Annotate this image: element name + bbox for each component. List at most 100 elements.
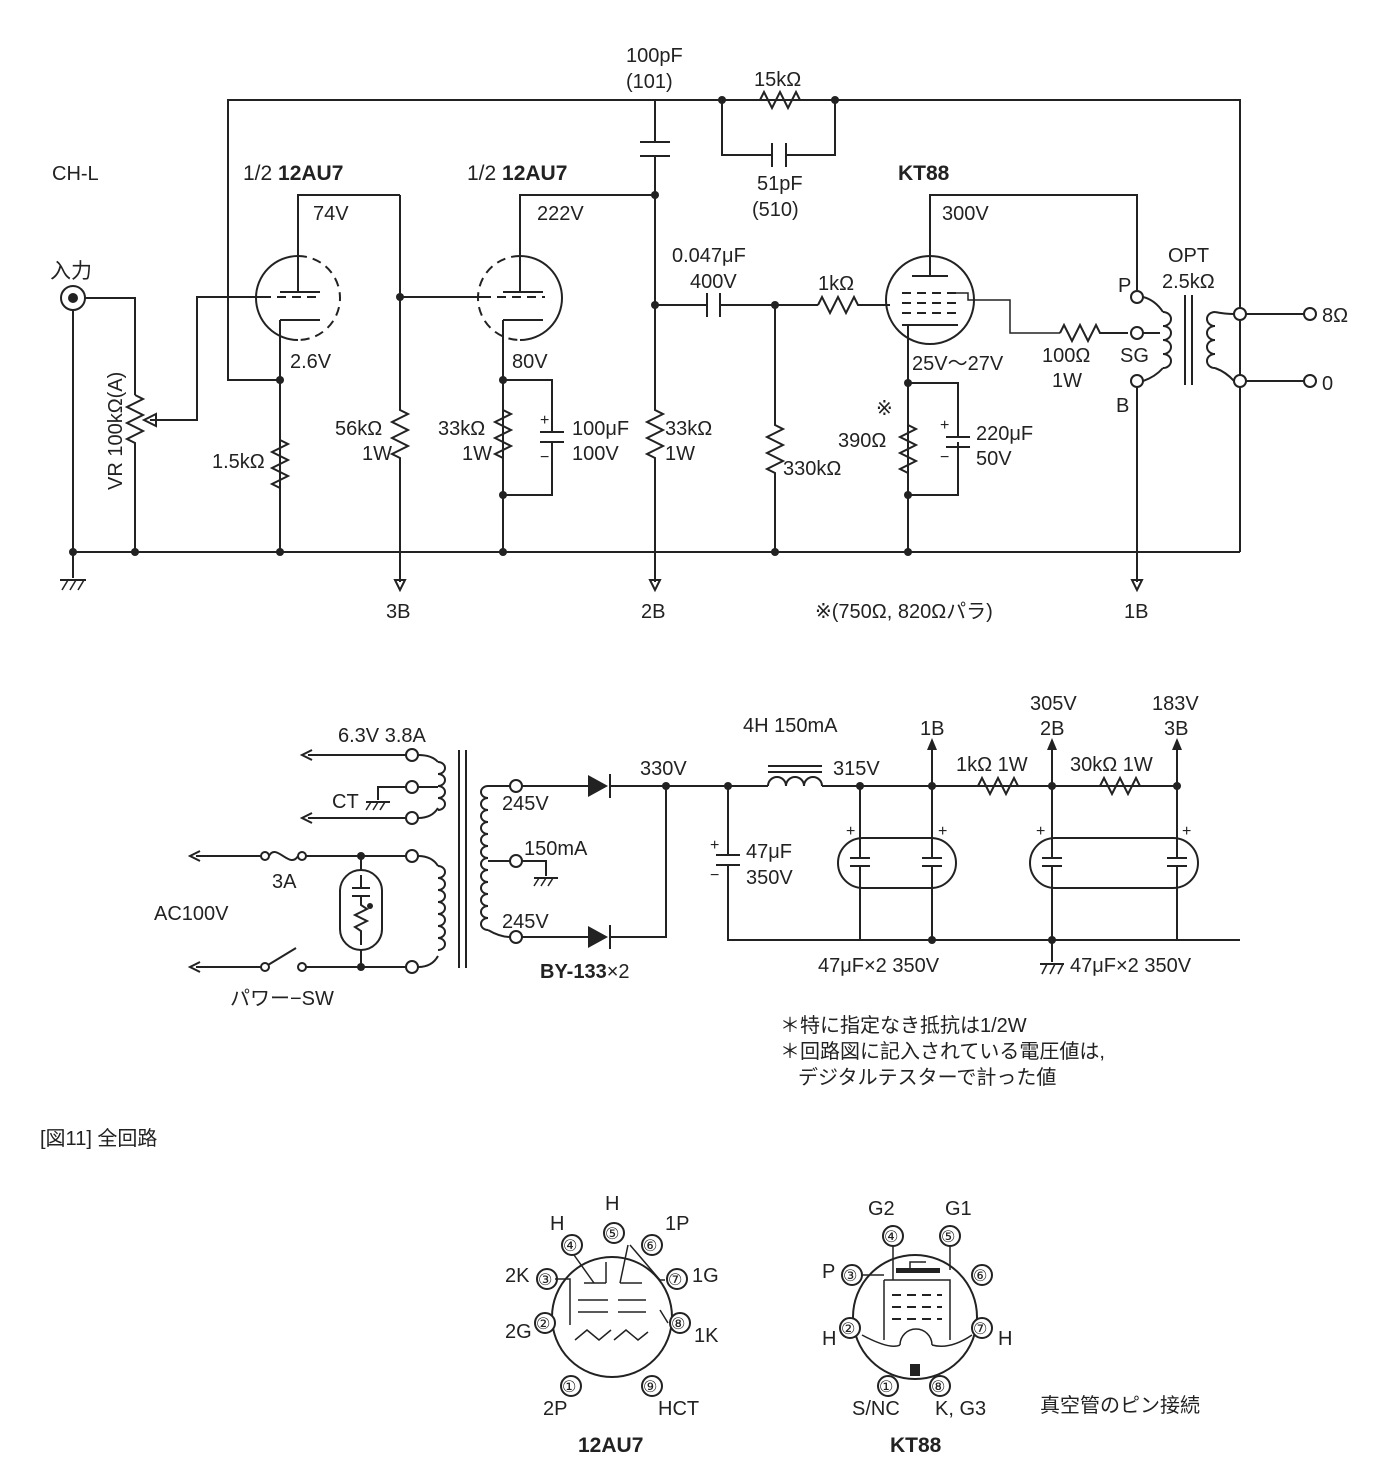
lbl-12au7-5: H — [605, 1193, 619, 1215]
input-label: 入力 — [50, 260, 92, 283]
sw-label: パワー−SW — [230, 988, 334, 1010]
lbl-12au7-6: 1P — [665, 1213, 689, 1235]
out-0: 0 — [1322, 373, 1333, 395]
ps-r1-label: 1kΩ 1W — [956, 754, 1028, 776]
choke-label: 4H 150mA — [743, 715, 838, 737]
svg-text:+: + — [846, 823, 855, 840]
ps-2b-voltage: 305V — [1030, 693, 1077, 715]
pin-12au7-1: ① — [562, 1379, 576, 1396]
c1-voltage: 350V — [746, 867, 793, 889]
name-kt88: KT88 — [890, 1434, 942, 1457]
pin-kt88-7: ⑦ — [973, 1321, 987, 1338]
pin-12au7-9: ⑨ — [643, 1379, 657, 1396]
ck2-voltage: 100V — [572, 443, 619, 465]
tube-v1 — [255, 194, 400, 552]
rp2-watt: 1W — [665, 443, 695, 465]
pin-12au7-5: ⑤ — [605, 1226, 619, 1243]
v1-label: 1/2 12AU7 — [243, 162, 343, 185]
output-transformer — [1130, 290, 1247, 388]
cap-pair-2: + + — [1029, 786, 1199, 940]
rsg-label: 100Ω — [1042, 345, 1090, 367]
ground-icon — [1040, 940, 1064, 975]
note-mark: ※(750Ω, 820Ωパラ) — [815, 601, 993, 623]
c1-capacitor: + − — [710, 786, 1240, 941]
lbl-12au7-4: H — [550, 1213, 564, 1235]
power-switch-icon — [260, 947, 307, 972]
diode-lower — [522, 786, 667, 949]
fb-cap2-code: (510) — [752, 199, 799, 221]
svg-text:+: + — [940, 417, 949, 434]
ck3-voltage: 50V — [976, 448, 1012, 470]
pin-kt88-1: ① — [879, 1379, 893, 1396]
figure-caption: [図11] 全回路 — [40, 1127, 157, 1150]
rp1-label: 56kΩ — [335, 418, 382, 440]
opt-name: OPT — [1168, 245, 1209, 267]
channel-label: CH-L — [52, 163, 99, 185]
ck2-label: 100μF — [572, 418, 629, 440]
input-jack-icon — [60, 285, 86, 311]
pinout-12au7 — [534, 1222, 691, 1397]
rsg-watt: 1W — [1052, 370, 1082, 392]
ps-r2-label: 30kΩ 1W — [1070, 754, 1153, 776]
svg-text:+: + — [1036, 823, 1045, 840]
cap-pair-1: + + — [837, 786, 957, 940]
svg-text:+: + — [710, 837, 719, 854]
svg-text:−: − — [940, 449, 949, 466]
svg-text:+: + — [938, 823, 947, 840]
ck3-label: 220μF — [976, 423, 1033, 445]
svg-text:+: + — [540, 412, 549, 429]
ac-label: AC100V — [154, 903, 229, 925]
pin-kt88-5: ⑤ — [941, 1229, 955, 1246]
supply-2b: 2B — [641, 601, 665, 623]
ps-2b: 2B — [1040, 718, 1064, 740]
pin-12au7-3: ③ — [538, 1272, 552, 1289]
sec-lo-label: 245V — [502, 911, 549, 933]
opt-sg: SG — [1120, 345, 1149, 367]
rp2-label: 33kΩ — [665, 418, 712, 440]
v2-cathode-voltage: 80V — [512, 351, 548, 373]
v3-cathode-voltage: 25V〜27V — [912, 353, 1004, 375]
fuse-icon — [260, 851, 307, 861]
diode-label: BY-133×2 — [540, 961, 630, 983]
svg-text:+: + — [1182, 823, 1191, 840]
pin-12au7-6: ⑥ — [643, 1238, 657, 1255]
ck3-capacitor: + − — [940, 417, 970, 466]
ground-icon — [60, 552, 86, 591]
lbl-12au7-9: HCT — [658, 1398, 699, 1420]
note-3: デジタルテスターで計った値 — [798, 1066, 1056, 1089]
v2-plate-voltage: 222V — [537, 203, 584, 225]
ccoupling-voltage: 400V — [690, 271, 737, 293]
choke-icon — [767, 765, 823, 787]
sec-hi-label: 245V — [502, 793, 549, 815]
ps-3b: 3B — [1164, 718, 1188, 740]
ct-label: CT — [332, 791, 359, 813]
fb-cap1-code: (101) — [626, 71, 673, 93]
lbl-kt88-2: H — [822, 1328, 836, 1350]
svg-text:−: − — [710, 867, 719, 884]
v1-plate-voltage: 74V — [313, 203, 349, 225]
tube-kt88 — [885, 194, 1138, 552]
pin-kt88-6: ⑥ — [973, 1268, 987, 1285]
pin-kt88-8: ⑧ — [931, 1379, 945, 1396]
rp1-watt: 1W — [362, 443, 392, 465]
tube-v2 — [477, 194, 655, 552]
ps-3b-voltage: 183V — [1152, 693, 1199, 715]
pinout-kt88 — [839, 1225, 993, 1397]
rk3-mark: ※ — [876, 398, 893, 420]
svg-text:−: − — [540, 449, 549, 466]
heater-label: 6.3V 3.8A — [338, 725, 427, 747]
supply-1b: 1B — [1124, 601, 1148, 623]
spark-killer — [339, 856, 383, 967]
v3-label: KT88 — [898, 162, 950, 185]
ccoupling-label: 0.047μF — [672, 245, 746, 267]
out-8ohm: 8Ω — [1322, 305, 1348, 327]
rk3-label: 390Ω — [838, 430, 886, 452]
supply-3b: 3B — [386, 601, 410, 623]
lbl-kt88-7: H — [998, 1328, 1012, 1350]
lbl-12au7-3: 2K — [505, 1265, 530, 1287]
note-1: ＊特に指定なき抵抗は1/2W — [780, 1014, 1027, 1037]
opt-b: B — [1116, 395, 1129, 417]
lbl-12au7-1: 2P — [543, 1398, 567, 1420]
sec-ct-label: 150mA — [524, 838, 588, 860]
